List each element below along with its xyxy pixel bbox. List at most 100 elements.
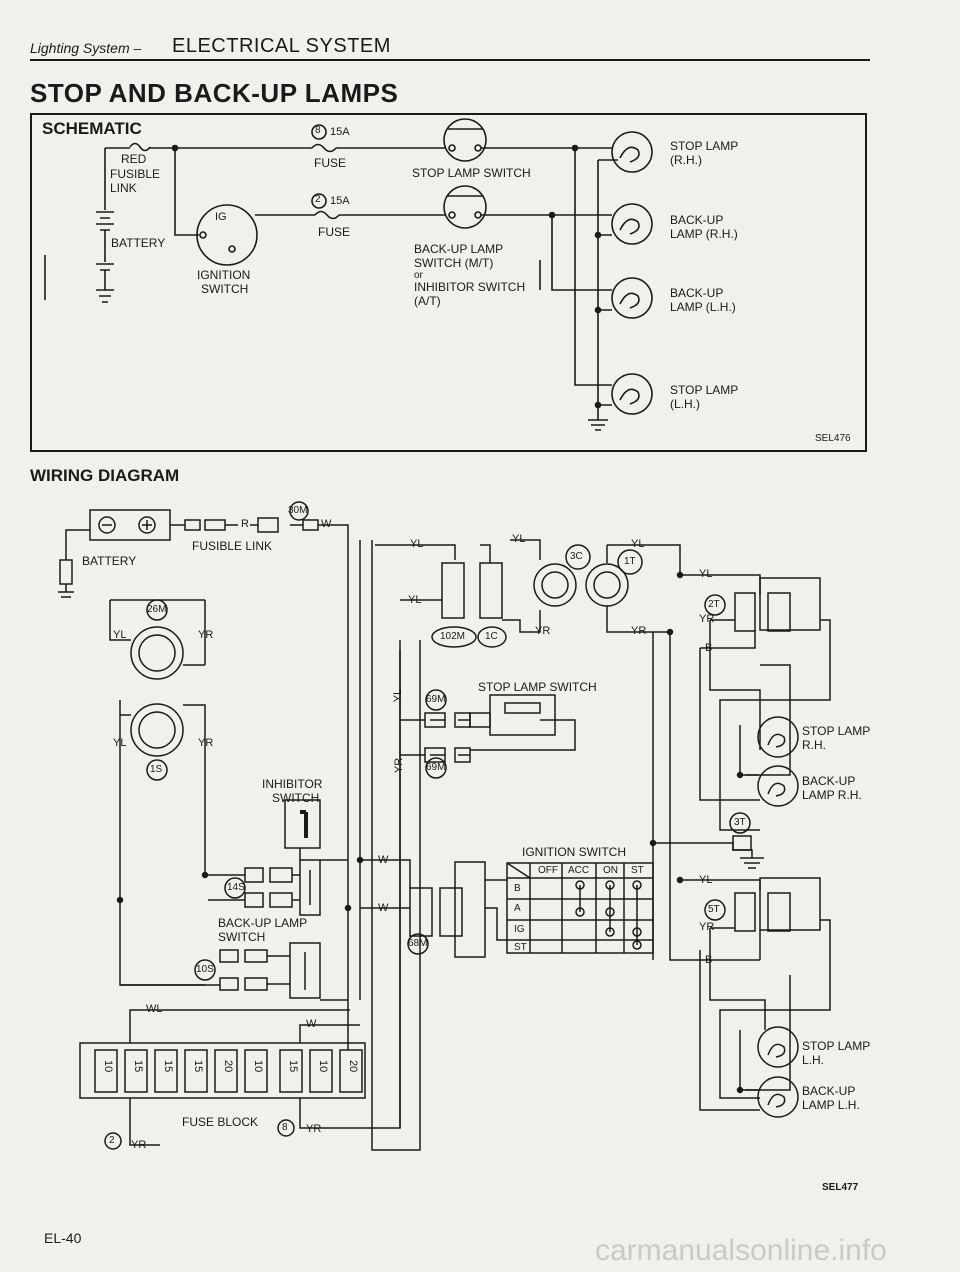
fuse-7: 10 [317, 1060, 329, 1073]
c14s-label: 14S [227, 882, 245, 893]
wire-yl-mid: YL [408, 594, 422, 606]
fuse-block-label: FUSE BLOCK [182, 1115, 259, 1129]
fuse-8-num: 8 [282, 1122, 288, 1133]
schematic-backup-switch-1: BACK-UP LAMP [414, 242, 504, 256]
c69m-b-label: 69M [426, 762, 446, 773]
fuse-6: 15 [287, 1060, 299, 1073]
wire-yr-1s: YR [198, 737, 214, 749]
wire-yl-2t: YL [699, 568, 713, 580]
ign-col-st: ST [631, 865, 644, 876]
c10s-label: 10S [196, 964, 214, 975]
lamp-backup-lh-line1: BACK-UP [670, 286, 724, 300]
schematic-ignition-label2: SWITCH [201, 282, 249, 296]
schematic-fusible-red: RED [121, 152, 147, 166]
c1t-label: 1T [624, 556, 636, 567]
backup-switch-label-1: BACK-UP LAMP [218, 916, 308, 930]
ign-col-on: ON [603, 865, 618, 876]
wire-yl-1s: YL [113, 737, 127, 749]
schematic-fuse8-rating: 15A [330, 126, 350, 138]
wire-yr-5t: YR [699, 921, 715, 933]
inhibitor-label-1: INHIBITOR [262, 777, 323, 791]
stop-lamp-lh-symbol [611, 373, 653, 415]
wire-yl-26m: YL [113, 629, 127, 641]
schematic-backup-switch-5: (A/T) [414, 294, 441, 308]
wire-yr-stop-switch: YR [393, 757, 406, 774]
backup-switch-symbol [443, 185, 487, 229]
battery-symbol [96, 175, 114, 303]
stop-lamp-rh-symbol [611, 131, 653, 173]
fusible-link-symbol [129, 142, 151, 152]
wire-r-label: R [241, 518, 249, 530]
schematic-backup-switch-2: SWITCH (M/T) [414, 256, 494, 270]
fuse-4: 20 [222, 1060, 234, 1073]
wire-yr-2t: YR [699, 613, 715, 625]
wire-yr-1c: YR [535, 625, 551, 637]
backup-switch-label-2: SWITCH [218, 930, 266, 944]
schematic-fuse2-rating: 15A [330, 195, 350, 207]
c68m-label: 68M [408, 938, 428, 949]
lamp-stop-rh-line1: STOP LAMP [670, 139, 739, 153]
header-rule [30, 59, 870, 61]
c5t-label: 5T [708, 904, 720, 915]
backup-lamp-rh-symbol [611, 203, 653, 245]
wiring-ref: SEL477 [822, 1182, 859, 1193]
wire-yl-1t: YL [631, 538, 645, 550]
ignition-switch-symbol [196, 204, 258, 266]
c26m-label: 26M [147, 604, 167, 615]
lamp-bu-rh-1: BACK-UP [802, 774, 856, 788]
fuse-block-cells [94, 1049, 363, 1093]
stop-switch-label: STOP LAMP SWITCH [478, 680, 597, 694]
schematic-stop-switch-label: STOP LAMP SWITCH [412, 166, 531, 180]
c1s-label: 1S [150, 764, 163, 775]
lamp-stop-lh-1: STOP LAMP [802, 1039, 871, 1053]
schematic-fuse8-num: 8 [315, 125, 321, 136]
schematic-backup-switch-3: or [414, 270, 423, 281]
ign-col-acc: ACC [568, 865, 590, 876]
lamp-stop-lh-2: L.H. [802, 1053, 825, 1067]
schematic-heading: SCHEMATIC [42, 119, 142, 138]
ign-row-b: B [514, 883, 521, 894]
schematic-battery-label: BATTERY [111, 236, 166, 250]
fuse-3: 15 [192, 1060, 204, 1073]
fuse-5: 10 [252, 1060, 264, 1073]
fuse-1: 15 [132, 1060, 144, 1073]
schematic-ignition-label: IGNITION [197, 268, 251, 282]
schematic-fuse2-label: FUSE [318, 225, 351, 239]
lamp-stop-rh-1: STOP LAMP [802, 724, 871, 738]
wire-yr-fuse8: YR [306, 1123, 322, 1135]
wire-yl-1c: YL [512, 533, 526, 545]
wiring-heading: WIRING DIAGRAM [30, 466, 180, 485]
lamp-backup-rh-line2: LAMP (R.H.) [670, 227, 738, 241]
c69m-a-label: 69M [426, 694, 446, 705]
schematic-ig-terminal: IG [215, 211, 227, 223]
ign-col-off: OFF [538, 865, 558, 876]
wire-yr-26m: YR [198, 629, 214, 641]
wire-wl-label: WL [146, 1003, 163, 1015]
fuse-8: 20 [347, 1060, 359, 1073]
wire-b-2t: B [705, 642, 713, 654]
lamp-stop-rh-line2: (R.H.) [670, 153, 702, 167]
lamp-stop-rh-2: R.H. [802, 738, 826, 752]
watermark: carmanualsonline.info [595, 1234, 887, 1267]
page-title: STOP AND BACK-UP LAMPS [30, 78, 399, 108]
wire-yl-stop-switch: YL [392, 688, 405, 703]
fuse-8-symbol [311, 143, 337, 153]
fuse-0: 10 [102, 1060, 114, 1073]
ign-row-st: ST [514, 942, 527, 953]
c1c-label: 1C [485, 631, 498, 642]
wire-yl-102m: YL [410, 538, 424, 550]
c102m-label: 102M [440, 631, 466, 642]
wire-w-ign-1: W [378, 854, 389, 866]
schematic-backup-switch-4: INHIBITOR SWITCH [414, 280, 526, 294]
fuse-2: 15 [162, 1060, 174, 1073]
lamp-bu-rh-2: LAMP R.H. [802, 788, 862, 802]
lamp-bu-lh-2: LAMP L.H. [802, 1098, 860, 1112]
c30m-label: 30M [288, 505, 308, 516]
section-label: Lighting System – [30, 40, 142, 56]
stop-switch-symbol [443, 118, 487, 162]
chapter-title: ELECTRICAL SYSTEM [172, 35, 391, 57]
wire-yl-5t: YL [699, 874, 713, 886]
schematic-box [30, 113, 867, 452]
lamp-backup-rh-line1: BACK-UP [670, 213, 724, 227]
